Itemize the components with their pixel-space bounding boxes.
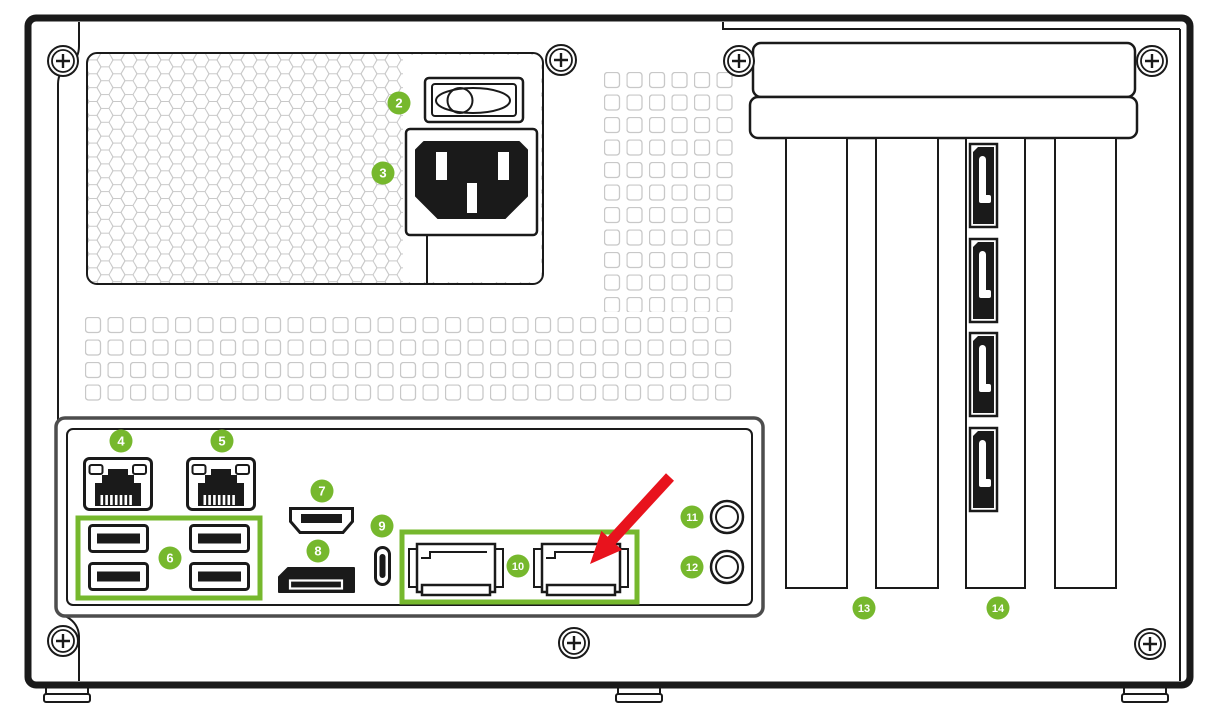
power-switch xyxy=(423,76,525,124)
screw-bracket-right xyxy=(1135,44,1169,78)
callout-badge-5: 5 xyxy=(210,429,234,453)
inlet-pin-center xyxy=(467,183,477,213)
svg-text:4: 4 xyxy=(117,434,125,449)
inlet-pin-left xyxy=(436,152,447,180)
transceiver-cage-1 xyxy=(407,542,505,597)
ethernet-port-1 xyxy=(83,457,153,511)
usb-c-port xyxy=(374,546,391,586)
callout-badge-11: 11 xyxy=(680,505,704,529)
svg-text:5: 5 xyxy=(218,434,225,449)
expansion-slot-1 xyxy=(785,137,848,589)
usb-a-port-4 xyxy=(189,562,250,591)
svg-text:3: 3 xyxy=(379,166,386,181)
svg-text:2: 2 xyxy=(395,96,402,111)
cage-group-highlight xyxy=(399,529,640,605)
usb-a-port-1 xyxy=(88,524,149,553)
usb-a-port-3 xyxy=(88,562,149,591)
screw-bottom-left xyxy=(46,624,80,658)
retention-bar-lower xyxy=(748,95,1139,140)
screw-bottom-middle xyxy=(557,626,591,660)
svg-text:10: 10 xyxy=(512,561,524,573)
svg-text:7: 7 xyxy=(318,484,325,499)
gpu-displayport-1 xyxy=(968,142,999,229)
gpu-displayport-2 xyxy=(968,237,999,324)
callout-badge-12: 12 xyxy=(680,555,704,579)
audio-jack-bottom xyxy=(709,549,745,585)
displayport xyxy=(278,567,355,593)
power-inlet xyxy=(404,127,539,237)
svg-text:13: 13 xyxy=(858,603,870,615)
callout-badge-8: 8 xyxy=(306,539,330,563)
callout-badge-2: 2 xyxy=(387,91,411,115)
svg-text:12: 12 xyxy=(686,562,698,574)
svg-text:8: 8 xyxy=(314,544,321,559)
callout-badge-13: 13 xyxy=(852,596,876,620)
usb-group-highlight xyxy=(75,515,263,601)
callout-badge-3: 3 xyxy=(371,161,395,185)
gpu-displayport-3 xyxy=(968,331,999,418)
vent-grid-column xyxy=(604,72,735,312)
screw-top-left xyxy=(46,44,80,78)
expansion-slot-4 xyxy=(1054,137,1117,589)
callout-badge-6: 6 xyxy=(158,546,182,570)
pointer-arrow xyxy=(590,473,674,564)
callout-badge-14: 14 xyxy=(986,596,1010,620)
callout-badge-4: 4 xyxy=(109,429,133,453)
hdmi-port xyxy=(289,507,354,534)
screw-bracket-left xyxy=(722,44,756,78)
ethernet-port-2 xyxy=(186,457,256,511)
svg-text:14: 14 xyxy=(992,603,1005,615)
svg-text:6: 6 xyxy=(166,551,173,566)
callout-badge-9: 9 xyxy=(370,514,394,538)
rocker-detent-icon xyxy=(446,87,474,114)
gpu-displayport-4 xyxy=(968,426,999,513)
callout-badge-7: 7 xyxy=(310,479,334,503)
expansion-bay-top-seam xyxy=(722,22,1180,30)
usb-a-port-2 xyxy=(189,524,250,553)
screw-psu xyxy=(544,43,578,77)
callout-badge-10: 10 xyxy=(506,554,530,578)
retention-bar-upper xyxy=(751,41,1137,99)
svg-text:11: 11 xyxy=(686,512,698,524)
audio-jack-top xyxy=(709,499,745,535)
expansion-slot-2 xyxy=(875,137,939,589)
psu-vent-border xyxy=(86,52,544,285)
svg-text:9: 9 xyxy=(378,519,385,534)
screw-bottom-right xyxy=(1133,627,1167,661)
vent-grid-band xyxy=(85,317,733,401)
inlet-pin-right xyxy=(498,152,509,180)
